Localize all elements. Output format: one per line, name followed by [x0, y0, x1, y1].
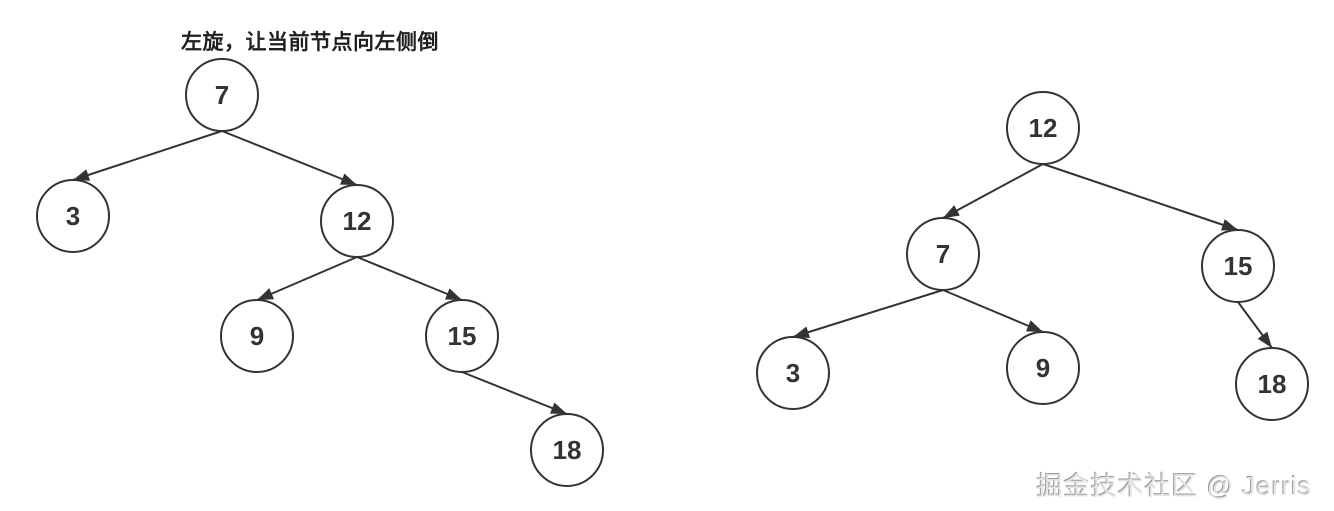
edge-7-to-3 [72, 130, 223, 181]
tree-node-circle [220, 299, 294, 373]
watermark: 掘金技术社区 @ Jerris [1036, 471, 1312, 501]
tree-node-circle [906, 217, 980, 291]
tree-after-rotation-node-3: 3 [756, 336, 830, 410]
tree-node-circle [1006, 331, 1080, 405]
tree-node-label: 15 [448, 321, 477, 351]
tree-after-rotation-node-9: 9 [1006, 331, 1080, 405]
nodes-layer: 7 3 12 9 15 18 12 7 15 3 9 18 [36, 58, 1309, 487]
tree-after-rotation-node-7: 7 [906, 217, 980, 291]
tree-before-rotation-node-18: 18 [530, 413, 604, 487]
tree-node-circle [425, 299, 499, 373]
edge-7-to-3 [792, 289, 944, 338]
edge-12-to-15 [356, 256, 463, 301]
tree-node-circle [530, 413, 604, 487]
tree-node-label: 9 [250, 321, 264, 351]
tree-node-label: 3 [786, 358, 800, 388]
tree-node-circle [1201, 229, 1275, 303]
edge-12-to-7 [942, 163, 1044, 219]
tree-node-label: 15 [1224, 251, 1253, 281]
edge-15-to-18 [461, 371, 568, 415]
edge-12-to-9 [256, 256, 358, 301]
tree-before-rotation-node-15: 15 [425, 299, 499, 373]
tree-node-circle [756, 336, 830, 410]
tree-node-label: 18 [553, 435, 582, 465]
edge-7-to-9 [942, 289, 1044, 333]
tree-node-label: 12 [343, 206, 372, 236]
edge-15-to-18 [1237, 301, 1273, 349]
tree-before-rotation-node-3: 3 [36, 179, 110, 253]
tree-after-rotation-node-12: 12 [1006, 91, 1080, 165]
tree-node-circle [1006, 91, 1080, 165]
tree-node-circle [185, 58, 259, 132]
edges-layer [72, 130, 1273, 415]
tree-node-circle [1235, 347, 1309, 421]
tree-before-rotation-node-9: 9 [220, 299, 294, 373]
edge-7-to-12 [221, 130, 358, 186]
tree-node-label: 9 [1036, 353, 1050, 383]
edge-12-to-15 [1042, 163, 1239, 231]
tree-node-label: 7 [215, 80, 229, 110]
tree-node-label: 18 [1258, 369, 1287, 399]
tree-node-circle [320, 184, 394, 258]
tree-node-label: 3 [66, 201, 80, 231]
tree-node-circle [36, 179, 110, 253]
diagram-title: 左旋，让当前节点向左侧倒 [181, 31, 439, 54]
tree-node-label: 12 [1029, 113, 1058, 143]
tree-after-rotation-node-18: 18 [1235, 347, 1309, 421]
tree-node-label: 7 [936, 239, 950, 269]
tree-before-rotation-node-7: 7 [185, 58, 259, 132]
tree-before-rotation-node-12: 12 [320, 184, 394, 258]
tree-after-rotation-node-15: 15 [1201, 229, 1275, 303]
